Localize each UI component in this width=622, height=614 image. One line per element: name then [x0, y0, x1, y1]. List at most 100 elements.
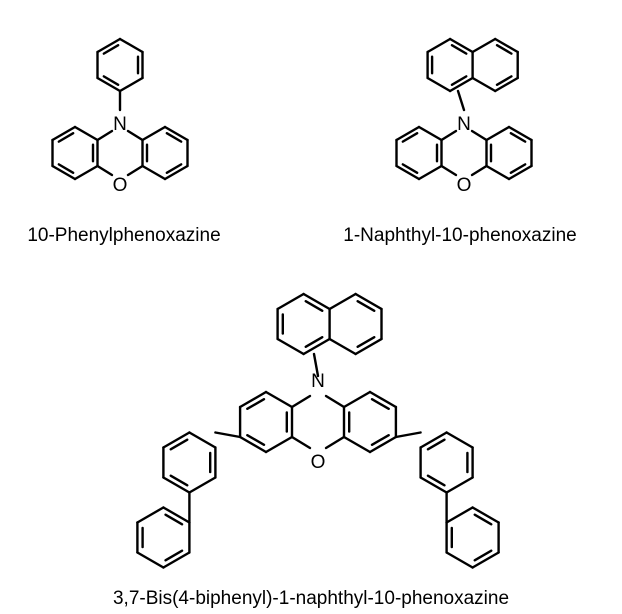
- mol3-naph-ring-b-bond: [328, 337, 357, 356]
- mol3-left-ring-bond: [238, 390, 268, 409]
- mol3-naph-ring-b-bond: [328, 292, 357, 311]
- mol3-naph-ring-a-bond: [276, 292, 305, 311]
- mol3-caption: 3,7-Bis(4-biphenyl)-1-naphthyl-10-phenox…: [113, 588, 509, 609]
- mol1-right-ring-bond: [141, 164, 167, 181]
- mol1-n-bond: [96, 129, 114, 142]
- mol3-right-phenyl-a-double-bond: [426, 438, 446, 451]
- mol3-naph-ring-b-bond: [354, 337, 383, 356]
- mol3-right-phenyl-a-bond: [419, 431, 448, 449]
- mol1-left-ring-bond: [73, 125, 99, 142]
- mol1-phenyl-double-bond: [102, 75, 120, 87]
- mol1-o-bond: [126, 164, 144, 177]
- mol2-right-ring-bond: [507, 164, 533, 181]
- mol3-o-bond: [290, 435, 312, 450]
- mol1-phenyl-bond: [118, 37, 144, 54]
- mol3-oxygen-label: O: [311, 452, 326, 473]
- mol3-naph-ring-a-bond: [276, 337, 305, 356]
- mol2-right-ring-double-bond: [509, 163, 527, 175]
- mol2-naph-ring-b-bond: [471, 76, 497, 93]
- mol3-right-biaryl-bond: [394, 431, 422, 439]
- mol3-right-ring-double-bond: [370, 398, 390, 410]
- molecule-3: N O 3,7-Bis(4-biphenyl)-1-naphthyl-10-ph…: [113, 371, 509, 609]
- mol3-n-naphthyl-bond: [312, 352, 320, 378]
- mol3-left-biaryl-bond: [214, 431, 242, 439]
- mol1-o-bond: [96, 164, 114, 177]
- mol1-right-ring-bond: [163, 125, 189, 142]
- mol3-left-ring-bond: [238, 435, 268, 454]
- mol3-left-ring-bond: [264, 390, 294, 409]
- mol2-left-ring-double-bond: [401, 131, 419, 143]
- mol3-left-ring-bond: [264, 435, 294, 454]
- mol3-right-phenyl-a-bond: [419, 476, 448, 494]
- mol2-naph-ring-a-bond: [426, 76, 452, 93]
- mol3-naph-ring-a-bond: [302, 337, 331, 356]
- mol2-left-ring-bond: [395, 125, 421, 142]
- mol2-n-bond: [470, 129, 488, 142]
- mol1-phenyl-bond: [118, 76, 144, 93]
- mol3-naph-ring-a-double-bond: [304, 336, 324, 348]
- mol2-naph-ring-a-bond: [426, 37, 452, 54]
- mol3-right-phenyl-a-bond: [445, 431, 474, 449]
- mol3-right-ring-double-bond: [370, 434, 390, 446]
- mol2-left-ring-bond: [417, 125, 443, 142]
- mol3-naph-ring-b-double-bond: [356, 300, 376, 312]
- mol1-right-ring-bond: [141, 125, 167, 142]
- mol3-o-bond: [324, 435, 346, 450]
- mol1-phenyl-bond: [96, 37, 122, 54]
- bond-lines: [51, 37, 533, 569]
- mol2-n-naphthyl-bond: [456, 89, 466, 112]
- mol3-left-phenyl-b-bond: [162, 551, 191, 569]
- mol3-left-ring-double-bond: [246, 398, 266, 410]
- mol3-left-phenyl-a-bond: [188, 431, 217, 449]
- mol2-left-ring-bond: [417, 164, 443, 181]
- mol1-oxygen-label: O: [113, 175, 128, 196]
- mol3-right-phenyl-b-double-bond: [473, 549, 493, 562]
- mol3-right-phenyl-a-double-bond: [426, 474, 446, 487]
- mol2-naph-ring-b-bond: [494, 37, 519, 54]
- mol1-right-ring-bond: [163, 164, 189, 181]
- mol2-caption: 1-Naphthyl-10-phenoxazine: [343, 225, 576, 246]
- mol1-caption: 10-Phenylphenoxazine: [27, 225, 220, 246]
- mol1-left-ring-bond: [51, 164, 77, 181]
- mol2-right-ring-bond: [485, 164, 511, 181]
- mol3-n-bond: [324, 394, 346, 409]
- mol3-right-phenyl-b-bond: [471, 506, 500, 524]
- mol3-left-phenyl-a-double-bond: [169, 474, 189, 487]
- mol2-naph-ring-b-bond: [471, 37, 497, 54]
- mol3-n-bond: [290, 394, 312, 409]
- mol2-left-ring-bond: [395, 164, 421, 181]
- mol1-right-ring-double-bond: [165, 163, 183, 175]
- mol3-right-ring-bond: [342, 390, 372, 409]
- mol3-right-phenyl-b-bond: [445, 506, 474, 524]
- mol3-left-phenyl-a-bond: [162, 476, 191, 494]
- mol2-naph-ring-b-double-bond: [495, 75, 513, 87]
- mol3-left-phenyl-b-bond: [136, 506, 165, 524]
- mol2-right-ring-bond: [485, 125, 511, 142]
- mol1-right-ring-double-bond: [165, 131, 183, 143]
- mol1-left-ring-bond: [51, 125, 77, 142]
- mol3-left-phenyl-b-bond: [162, 506, 191, 524]
- mol3-naph-ring-b-double-bond: [356, 336, 376, 348]
- mol3-right-phenyl-b-bond: [471, 551, 500, 569]
- mol3-right-phenyl-b-bond: [445, 551, 474, 569]
- mol3-right-ring-bond: [368, 390, 398, 409]
- mol2-nitrogen-label: N: [457, 114, 471, 135]
- mol1-left-ring-double-bond: [57, 163, 75, 175]
- mol3-nitrogen-label: N: [311, 371, 325, 392]
- mol2-naph-ring-a-bond: [448, 37, 474, 54]
- molecule-2: N O 1-Naphthyl-10-phenoxazine: [343, 114, 576, 246]
- mol1-left-ring-bond: [73, 164, 99, 181]
- mol3-left-phenyl-b-double-bond: [164, 549, 184, 562]
- mol2-naph-ring-a-bond: [448, 76, 474, 93]
- mol3-right-phenyl-b-double-bond: [473, 513, 493, 526]
- mol2-naph-ring-b-bond: [494, 76, 519, 93]
- mol2-right-ring-bond: [507, 125, 533, 142]
- mol3-naph-ring-b-bond: [354, 292, 383, 311]
- mol1-nitrogen-label: N: [113, 114, 127, 135]
- mol2-n-bond: [440, 129, 458, 142]
- mol1-left-ring-double-bond: [57, 131, 75, 143]
- mol2-o-bond: [470, 164, 488, 177]
- mol3-right-ring-bond: [368, 435, 398, 454]
- mol3-right-phenyl-a-bond: [445, 476, 474, 494]
